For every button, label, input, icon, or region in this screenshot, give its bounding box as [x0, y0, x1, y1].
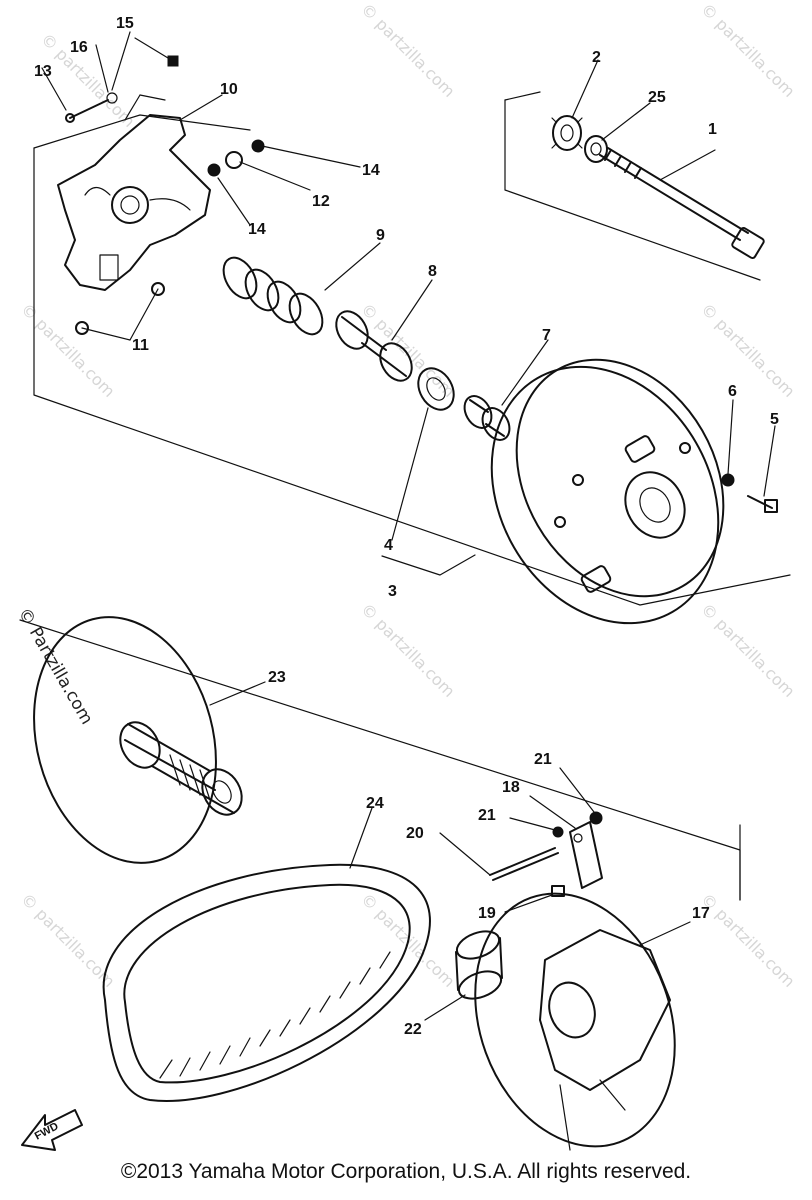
nut-part-14-b — [207, 163, 221, 177]
callout-5: 5 — [770, 411, 779, 428]
bolt-part-11-b — [151, 282, 165, 296]
bolt-part-11-a — [75, 321, 89, 335]
spider-plate-part-10 — [57, 94, 211, 291]
sheave-part-3 — [490, 358, 725, 625]
callout-21b: 21 — [478, 807, 496, 824]
watermark: © partzilla.com — [357, 599, 459, 701]
lock-washer-part-2 — [551, 115, 583, 151]
callout-14a: 14 — [362, 162, 380, 179]
weight-arm-part-18 — [529, 795, 603, 889]
fwd-label: FWD — [33, 1120, 61, 1142]
callout-23: 23 — [268, 669, 286, 686]
callout-20: 20 — [406, 825, 424, 842]
callout-11: 11 — [132, 337, 149, 354]
seal-part-4 — [417, 367, 455, 411]
leader-lines-upper — [41, 31, 716, 576]
washer-part-25 — [584, 135, 608, 163]
callout-labels: 1 2 3 4 5 6 7 8 9 10 11 12 13 14 14 15 1… — [34, 15, 779, 1038]
copyright-notice: ©2013 Yamaha Motor Corporation, U.S.A. A… — [120, 1160, 692, 1183]
nut-part-21-a — [559, 767, 603, 825]
watermark: © partzilla.com — [697, 299, 799, 401]
nut-part-15 — [134, 37, 179, 67]
callout-21a: 21 — [534, 751, 552, 768]
watermark: © partzilla.com — [697, 0, 799, 101]
callout-22: 22 — [404, 1021, 422, 1038]
fwd-arrow-icon: FWD — [21, 1109, 83, 1151]
watermark: © partzilla.com — [357, 0, 459, 101]
callout-12: 12 — [312, 193, 330, 210]
watermark: © partzilla.com — [37, 29, 139, 131]
sleeve-part-22 — [424, 930, 503, 1021]
lower-assembly-outline — [19, 619, 741, 901]
bushing-part-7 — [463, 395, 511, 441]
watermark: © partzilla.com — [17, 889, 119, 991]
callout-15: 15 — [116, 15, 134, 32]
watermark: © partzilla.com — [17, 299, 119, 401]
collar-part-12 — [225, 151, 243, 169]
bushing-part-8 — [335, 310, 413, 382]
pin-part-20 — [439, 832, 559, 881]
upper-assembly-outline — [33, 91, 791, 606]
callout-14b: 14 — [248, 221, 266, 238]
callout-13: 13 — [34, 63, 52, 80]
callout-2: 2 — [592, 49, 601, 66]
callout-1: 1 — [708, 121, 717, 138]
callout-9: 9 — [376, 227, 385, 244]
callout-24: 24 — [366, 795, 384, 812]
callout-3: 3 — [388, 583, 397, 600]
sheave-part-17 — [474, 892, 691, 1151]
callout-10: 10 — [220, 81, 238, 98]
callout-7: 7 — [542, 327, 551, 344]
long-bolt-part-1 — [599, 147, 765, 260]
bolt-part-5 — [747, 425, 778, 513]
bolt-part-13 — [65, 99, 109, 123]
callout-6: 6 — [728, 383, 737, 400]
callout-16: 16 — [70, 39, 88, 56]
spring-part-9 — [222, 256, 324, 336]
callout-19: 19 — [478, 905, 496, 922]
roller-part-19 — [504, 885, 565, 913]
nut-part-21-b — [509, 817, 564, 838]
callout-17: 17 — [692, 905, 710, 922]
watermark: © partzilla.com — [697, 599, 799, 701]
callout-25: 25 — [648, 89, 666, 106]
washer-part-16 — [106, 92, 118, 104]
callout-18: 18 — [502, 779, 520, 796]
watermark: © partzilla.com — [697, 889, 799, 991]
drive-belt-part-24 — [102, 807, 431, 1102]
nut-part-6 — [721, 399, 735, 487]
callout-8: 8 — [428, 263, 437, 280]
callout-4: 4 — [384, 537, 393, 554]
sheave-part-23 — [33, 616, 266, 864]
